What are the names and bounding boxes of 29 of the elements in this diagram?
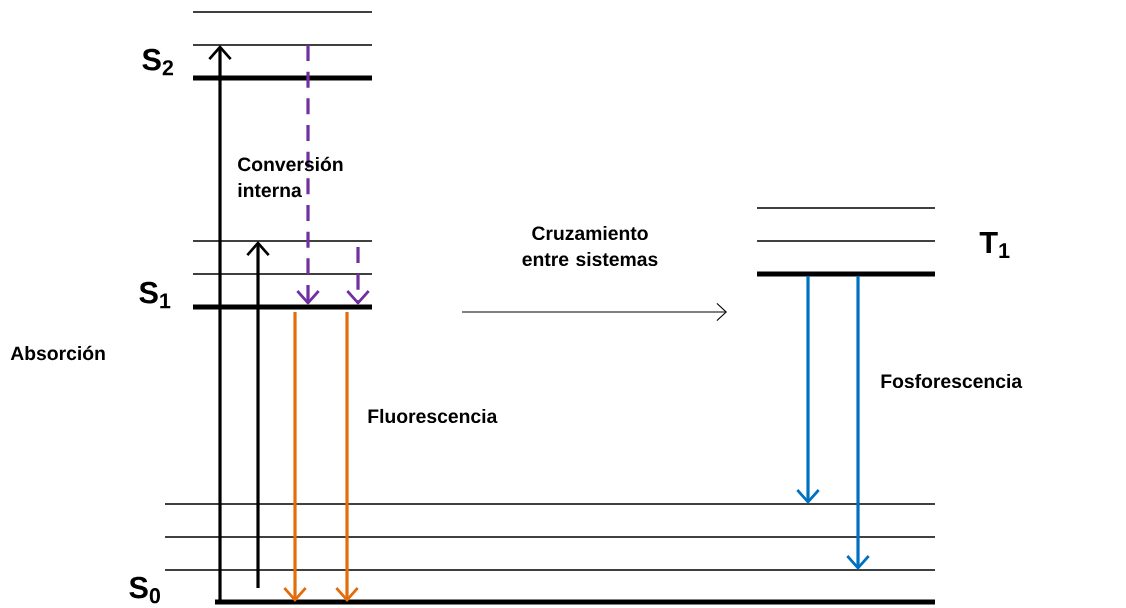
process-label: Cruzamiento entre sistemas [522, 225, 658, 267]
energy-level-line [165, 536, 935, 538]
energy-level: S$_{0}$ [129, 576, 935, 605]
energy-level-line [193, 11, 372, 13]
arrow [796, 276, 820, 504]
energy-level: T$_{1}$ [757, 231, 1010, 277]
energy-level-line [757, 207, 935, 209]
arrow [346, 247, 370, 305]
node-label: S$_{2}$ [142, 48, 174, 76]
arrow [846, 276, 870, 570]
energy-level: S$_{1}$ [139, 281, 372, 310]
process-label: Fosforescencia [881, 373, 1023, 389]
energy-level: S$_{2}$ [142, 48, 372, 81]
energy-level-line [165, 503, 935, 505]
arrow [246, 241, 270, 588]
process-label: Absorción [10, 345, 105, 361]
arrow [335, 312, 359, 602]
energy-level-line [165, 569, 935, 571]
arrow [283, 312, 307, 602]
node-label: T$_{1}$ [979, 231, 1010, 259]
arrow [208, 45, 232, 602]
node-label: S$_{0}$ [129, 576, 160, 604]
node-label: S$_{1}$ [139, 281, 171, 309]
process-label: Fluorescencia [368, 408, 498, 424]
arrow [296, 45, 320, 305]
energy-level-line [193, 240, 372, 242]
energy-level-line [757, 240, 935, 242]
energy-level-line [193, 273, 372, 275]
energy-level-line [193, 44, 372, 46]
